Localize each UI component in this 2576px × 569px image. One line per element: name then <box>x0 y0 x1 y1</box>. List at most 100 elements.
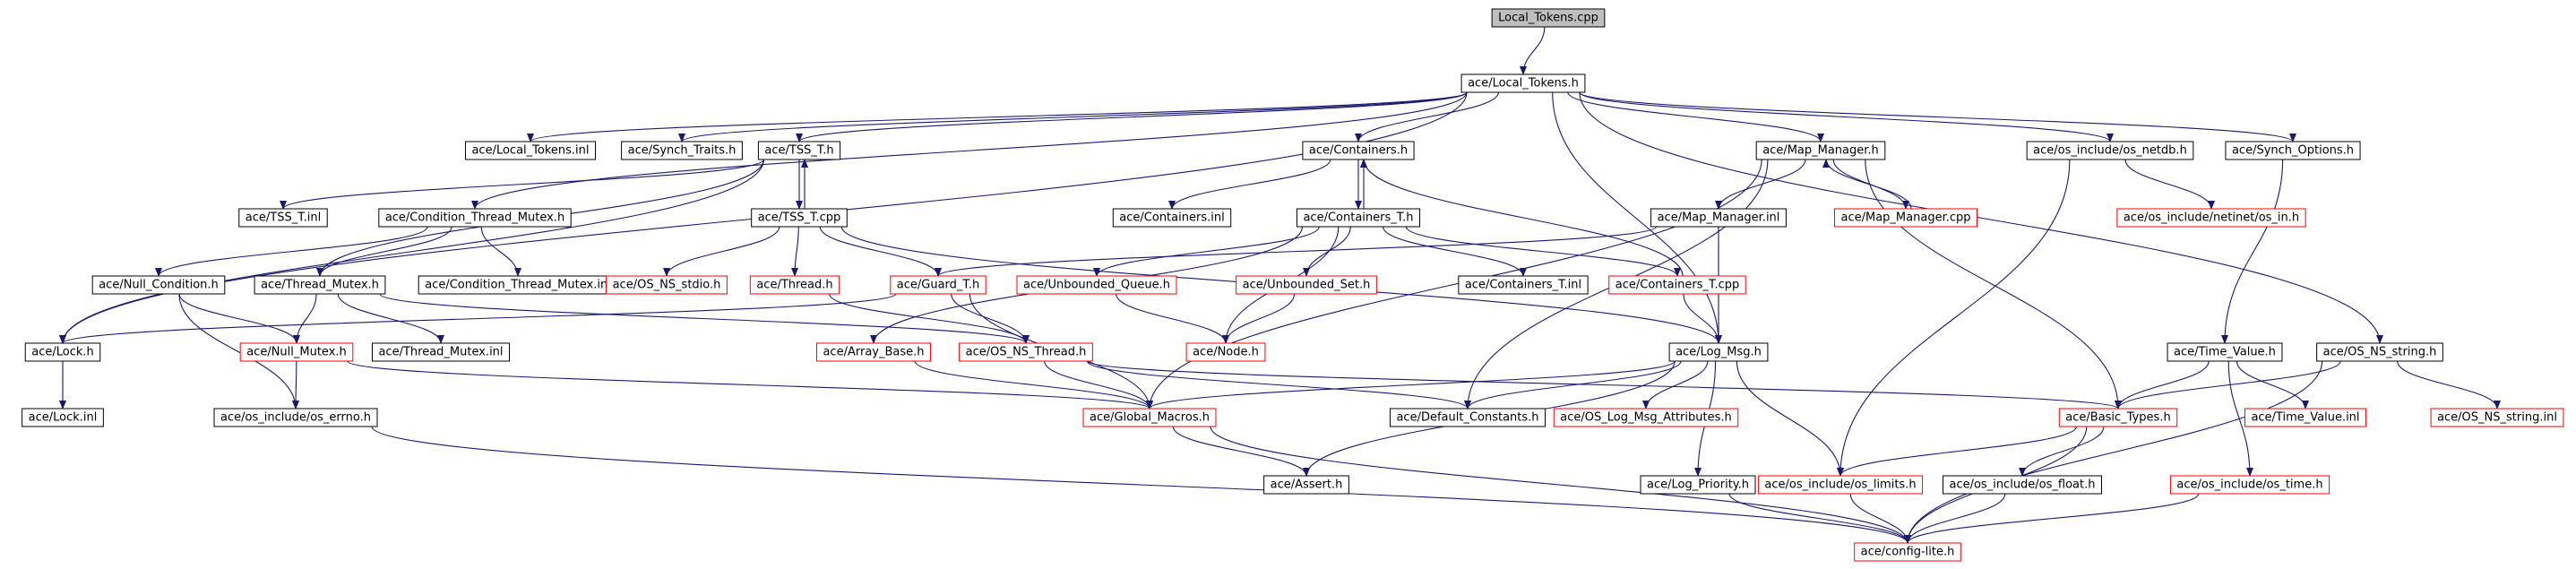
node-local-tokens-h[interactable]: ace/Local_Tokens.h <box>1460 73 1586 93</box>
edge-line <box>1567 91 1824 142</box>
node-assert-h[interactable]: ace/Assert.h <box>1263 475 1349 495</box>
node-label: ace/OS_NS_string.inl <box>2437 411 2557 425</box>
node-os-ns-stdio-h[interactable]: ace/OS_NS_stdio.h <box>606 275 728 295</box>
edge <box>337 293 444 344</box>
node-tss-t-cpp[interactable]: ace/TSS_T.cpp <box>751 208 848 228</box>
edge-line <box>1360 159 1684 277</box>
node-os-float-h[interactable]: ace/os_include/os_float.h <box>1942 475 2103 495</box>
node-array-base-h[interactable]: ace/Array_Base.h <box>815 342 932 362</box>
node-tss-t-inl[interactable]: ace/TSS_T.inl <box>238 208 328 228</box>
node-os-ns-string-h[interactable]: ace/OS_NS_string.h <box>2316 342 2443 362</box>
edge-line <box>2019 426 2105 477</box>
edge-line <box>1172 426 1310 477</box>
node-local-tokens-cpp[interactable]: Local_Tokens.cpp <box>1491 8 1606 28</box>
node-containers-t-inl[interactable]: ace/Containers_T.inl <box>1458 275 1589 295</box>
node-box <box>890 275 986 295</box>
node-os-netdb-h[interactable]: ace/os_include/os_netdb.h <box>2026 141 2194 160</box>
node-label: ace/Time_Value.inl <box>2251 411 2359 425</box>
node-condition-thread-mutex-inl[interactable]: ace/Condition_Thread_Mutex.inl <box>418 275 618 295</box>
edge-line <box>663 226 780 277</box>
edge-line <box>1168 159 1331 210</box>
node-containers-t-h[interactable]: ace/Containers_T.h <box>1296 208 1421 228</box>
edge <box>663 226 780 277</box>
node-map-manager-inl[interactable]: ace/Map_Manager.inl <box>1650 208 1787 228</box>
node-containers-inl[interactable]: ace/Containers.inl <box>1112 208 1232 228</box>
node-box <box>22 408 104 427</box>
edge-line <box>1904 493 2006 544</box>
edge <box>371 426 1911 544</box>
node-unbounded-queue-h[interactable]: ace/Unbounded_Queue.h <box>1016 275 1177 295</box>
edge-line <box>1044 360 1153 410</box>
node-basic-types-h[interactable]: ace/Basic_Types.h <box>2058 408 2178 427</box>
node-label: ace/Map_Manager.inl <box>1658 211 1780 225</box>
node-label: ace/Containers.h <box>1309 144 1408 158</box>
node-box <box>378 208 572 228</box>
node-box <box>757 141 841 160</box>
node-map-manager-h[interactable]: ace/Map_Manager.h <box>1755 141 1886 160</box>
node-label: ace/os_include/os_time.h <box>2176 478 2322 492</box>
node-box <box>749 275 840 295</box>
node-global-macros-h[interactable]: ace/Global_Macros.h <box>1082 408 1217 427</box>
node-os-in-h[interactable]: ace/os_include/netinet/os_in.h <box>2116 208 2306 228</box>
edge <box>1904 360 2323 544</box>
edge <box>1552 91 1722 344</box>
edge <box>2397 360 2501 410</box>
node-log-priority-h[interactable]: ace/Log_Priority.h <box>1640 475 1756 495</box>
node-label: ace/Unbounded_Queue.h <box>1023 279 1170 292</box>
node-synch-options-h[interactable]: ace/Synch_Options.h <box>2225 141 2361 160</box>
edge-line <box>379 293 1030 344</box>
edge <box>178 293 300 344</box>
node-time-value-h[interactable]: ace/Time_Value.h <box>2167 342 2283 362</box>
node-os-log-msg-attributes-h[interactable]: ace/OS_Log_Msg_Attributes.h <box>1553 408 1739 427</box>
node-box <box>1112 208 1232 228</box>
edge <box>293 293 317 344</box>
node-box <box>621 141 743 160</box>
node-containers-t-cpp[interactable]: ace/Containers_T.cpp <box>1608 275 1746 295</box>
node-thread-mutex-inl[interactable]: ace/Thread_Mutex.inl <box>371 342 511 362</box>
node-lock-inl[interactable]: ace/Lock.inl <box>22 408 104 427</box>
node-condition-thread-mutex-h[interactable]: ace/Condition_Thread_Mutex.h <box>378 208 572 228</box>
node-label: ace/Thread.h <box>756 279 832 292</box>
node-guard-t-h[interactable]: ace/Guard_T.h <box>890 275 986 295</box>
node-box <box>815 342 932 362</box>
node-label: ace/TSS_T.h <box>764 144 833 158</box>
edge <box>280 159 764 210</box>
node-unbounded-set-h[interactable]: ace/Unbounded_Set.h <box>1236 275 1377 295</box>
node-containers-h[interactable]: ace/Containers.h <box>1302 141 1415 160</box>
node-os-ns-thread-h[interactable]: ace/OS_NS_Thread.h <box>959 342 1093 362</box>
node-os-time-h[interactable]: ace/os_include/os_time.h <box>2169 475 2330 495</box>
node-time-value-inl[interactable]: ace/Time_Value.inl <box>2244 408 2367 427</box>
node-node-h[interactable]: ace/Node.h <box>1185 342 1266 362</box>
node-config-lite-h[interactable]: ace/config-lite.h <box>1854 542 1961 562</box>
edge-line <box>2124 159 2215 210</box>
node-thread-mutex-h[interactable]: ace/Thread_Mutex.h <box>254 275 386 295</box>
edge <box>1642 360 1709 410</box>
edge-line <box>1904 493 2200 544</box>
node-map-manager-cpp[interactable]: ace/Map_Manager.cpp <box>1834 208 1977 228</box>
node-box <box>371 342 511 362</box>
node-null-mutex-h[interactable]: ace/Null_Mutex.h <box>239 342 354 362</box>
node-tss-t-h[interactable]: ace/TSS_T.h <box>757 141 841 160</box>
node-os-errno-h[interactable]: ace/os_include/os_errno.h <box>213 408 378 427</box>
node-null-condition-h[interactable]: ace/Null_Condition.h <box>91 275 226 295</box>
node-label: ace/Assert.h <box>1271 478 1343 492</box>
node-os-limits-h[interactable]: ace/os_include/os_limits.h <box>1757 475 1924 495</box>
node-default-constants-h[interactable]: ace/Default_Constants.h <box>1389 408 1546 427</box>
edge-line <box>1736 360 1844 477</box>
node-label: ace/Local_Tokens.inl <box>471 144 589 158</box>
node-lock-h[interactable]: ace/Lock.h <box>24 342 101 362</box>
edge-line <box>1837 159 2071 477</box>
node-box <box>1834 208 1977 228</box>
node-synch-traits-h[interactable]: ace/Synch_Traits.h <box>621 141 743 160</box>
node-os-ns-string-inl[interactable]: ace/OS_NS_string.inl <box>2430 408 2564 427</box>
edge <box>1355 91 1499 142</box>
edge-line <box>1146 159 1762 410</box>
node-box <box>2244 408 2367 427</box>
node-box <box>1389 408 1546 427</box>
node-log-msg-h[interactable]: ace/Log_Msg.h <box>1668 342 1769 362</box>
edge-line <box>1579 91 2383 344</box>
node-thread-h[interactable]: ace/Thread.h <box>749 275 840 295</box>
node-label: ace/Containers.inl <box>1119 211 1224 225</box>
edge <box>347 360 1153 410</box>
node-local-tokens-inl[interactable]: ace/Local_Tokens.inl <box>464 141 597 160</box>
